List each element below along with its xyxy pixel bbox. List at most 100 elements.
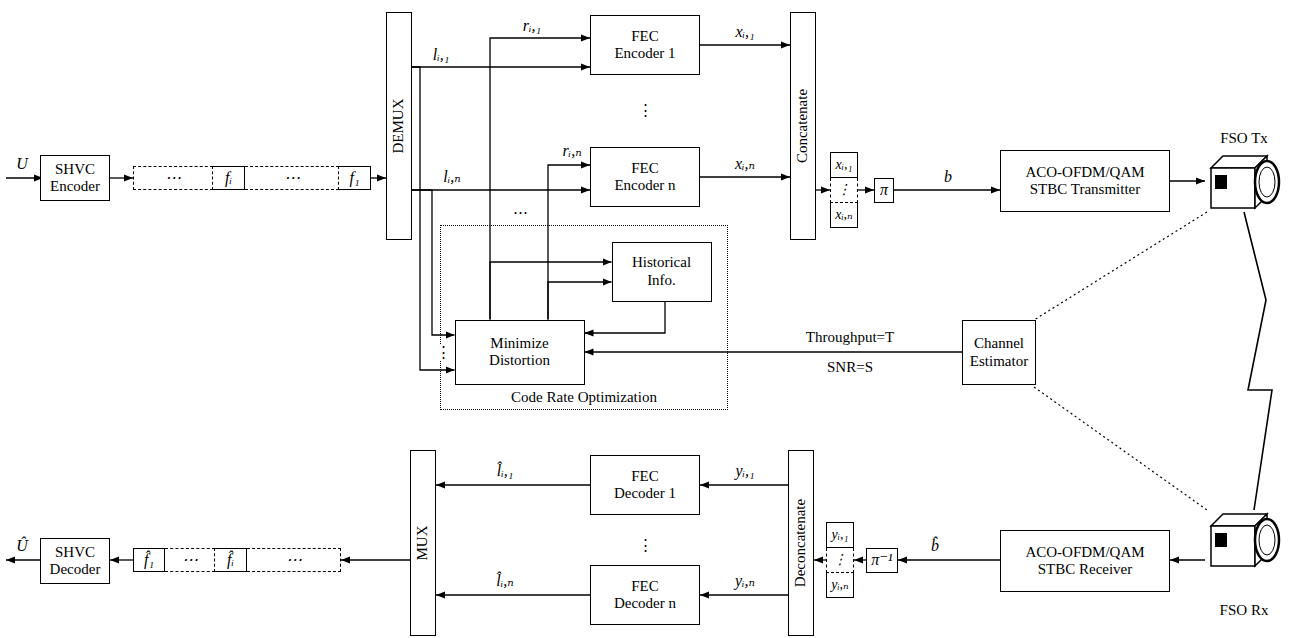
edge-label: lᵢ,ₙ: [442, 168, 461, 186]
decoder-box: SHVC Decoder: [40, 538, 110, 584]
distortion-box: Minimize Distortion: [455, 320, 585, 385]
edge-label: l̂ᵢ,₁: [496, 462, 515, 480]
deinterleaver-box: π⁻¹: [866, 548, 898, 573]
connector: [490, 38, 590, 320]
edge-label: l̂ᵢ,ₙ: [495, 572, 514, 590]
node-text: FEC Encoder 1: [608, 28, 683, 63]
node-text: FEC Decoder n: [608, 578, 683, 613]
node-text: FSO Rx: [1193, 602, 1295, 619]
connector: [412, 67, 455, 370]
node-text: ⋮: [830, 178, 858, 203]
node-text: f̂ᵢ: [215, 548, 247, 572]
connector: [341, 559, 410, 560]
node-text: FEC Encoder n: [608, 160, 683, 195]
edge-label: Throughput=T: [805, 329, 895, 346]
frame-sequence: ⋯fᵢ⋯f₁: [133, 166, 371, 190]
node-text: π: [880, 181, 888, 199]
history-box: Historical Info.: [612, 242, 712, 302]
connector: [548, 282, 612, 320]
node-text: Channel Estimator: [967, 335, 1031, 370]
signal-label: Û: [15, 537, 29, 555]
connector: [412, 66, 590, 67]
connector: [110, 177, 133, 178]
interleaver-box: π: [874, 178, 894, 203]
node-text: FEC Decoder 1: [608, 468, 683, 503]
edge-label: yᵢ,ₙ: [734, 572, 756, 590]
signal-label: ⋯: [512, 204, 529, 221]
connector: [1170, 180, 1205, 181]
connector: [490, 262, 612, 320]
node-text: yᵢ,ₙ: [826, 573, 854, 598]
connector: [700, 594, 788, 595]
node-text: ⋯: [165, 548, 215, 572]
node-text: SHVC Decoder: [45, 544, 105, 579]
node-text: ⋯: [133, 166, 213, 190]
edge-label: xᵢ,ₙ: [734, 155, 756, 173]
frame-sequence: f̂₁⋯f̂ᵢ⋯: [133, 548, 341, 572]
edge-label: xᵢ,₁: [734, 23, 755, 41]
node-text: xᵢ,₁: [830, 152, 858, 178]
deconcatenate-box: Deconcatenate: [788, 450, 814, 636]
node-text: Concatenate: [794, 89, 811, 163]
connector: [412, 190, 455, 335]
connector: [814, 559, 826, 560]
node-text: yᵢ,₁: [826, 522, 854, 548]
connector: [548, 165, 590, 320]
fec-encoder-box: FEC Encoder 1: [590, 15, 700, 75]
node-text: ⋯: [247, 548, 341, 572]
node-text: ⋯: [245, 166, 339, 190]
node-text: Deconcatenate: [792, 499, 809, 587]
edge-label: yᵢ,₁: [734, 462, 755, 480]
node-text: fᵢ: [213, 166, 245, 190]
node-text: ACO-OFDM/QAM STBC Transmitter: [1015, 164, 1155, 199]
connector: [894, 189, 1000, 190]
estimator-box: Channel Estimator: [962, 320, 1036, 385]
receiver-box: ACO-OFDM/QAM STBC Receiver: [1000, 530, 1170, 592]
connector: [1170, 559, 1205, 560]
codeword-stack: xᵢ,₁⋮xᵢ,ₙ: [830, 152, 858, 228]
fec-decoder-box: FEC Decoder n: [590, 565, 700, 625]
beam-line: [1034, 212, 1207, 320]
connector: [854, 559, 866, 560]
connector: [700, 484, 788, 485]
node-text: π⁻¹: [871, 551, 892, 569]
connector: [1244, 212, 1272, 510]
edge-label: b̂: [930, 537, 940, 555]
edge-label: rᵢ,₁: [522, 17, 542, 35]
signal-label: U: [15, 155, 29, 173]
fec-decoder-box: FEC Decoder 1: [590, 455, 700, 515]
fso-terminal-icon: [1205, 152, 1283, 212]
connector: [700, 176, 790, 177]
edge-label: lᵢ,₁: [432, 46, 451, 64]
signal-label: SNR=S: [826, 359, 874, 376]
connector: [858, 189, 874, 190]
node-text: f̂₁: [133, 548, 165, 572]
demux-box: DEMUX: [386, 12, 412, 240]
edge-label: b: [943, 168, 953, 186]
connector: [700, 44, 790, 45]
node-text: xᵢ,ₙ: [830, 203, 858, 228]
connector: [436, 594, 590, 595]
codeword-stack: yᵢ,₁⋮yᵢ,ₙ: [826, 522, 854, 598]
node-text: f₁: [339, 166, 371, 190]
node-text: MUX: [414, 525, 431, 560]
fso-receiver: FSO Rx: [1205, 510, 1283, 570]
signal-label: ⋮: [637, 537, 654, 554]
concatenate-box: Concatenate: [790, 12, 816, 240]
node-text: FSO Tx: [1193, 130, 1295, 147]
node-text: Code Rate Optimization: [441, 389, 727, 406]
node-text: Minimize Distortion: [475, 335, 565, 370]
transmitter-box: ACO-OFDM/QAM STBC Transmitter: [1000, 150, 1170, 212]
fso-transmitter: FSO Tx: [1205, 152, 1283, 212]
connector: [110, 559, 133, 560]
optimization-group: Code Rate Optimization Historical Info. Mi…: [440, 225, 728, 410]
connector: [816, 189, 830, 190]
encoder-box: SHVC Encoder: [40, 155, 110, 201]
mux-box: MUX: [410, 450, 436, 636]
connector: [371, 177, 386, 178]
node-text: Historical Info.: [627, 254, 697, 289]
connector: [585, 302, 666, 334]
edge-label: rᵢ,ₙ: [561, 142, 582, 160]
beam-line: [1034, 387, 1207, 510]
